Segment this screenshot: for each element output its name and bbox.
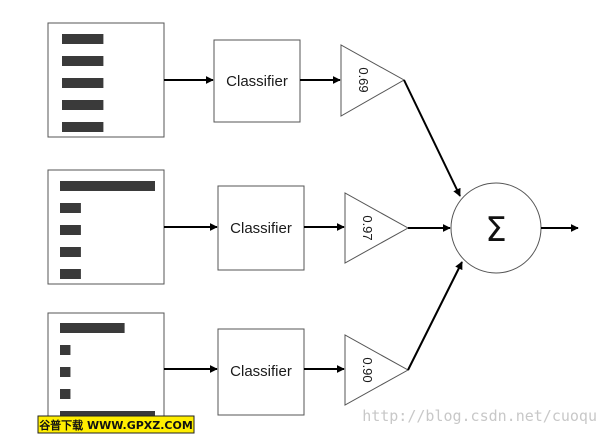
feature-bar-1-3 (62, 78, 104, 88)
feature-bar-2-5 (60, 269, 81, 279)
weight-value-3: 0.90 (360, 357, 375, 382)
arrow-weight-to-sum-3 (407, 261, 463, 371)
weight-triangle-1 (340, 44, 406, 117)
feature-bars-1 (62, 34, 104, 132)
feature-bar-3-4 (60, 389, 71, 399)
weight-value-1: 0.69 (356, 67, 371, 92)
feature-bar-3-2 (60, 345, 71, 355)
arrow-weight-to-sum-1 (403, 79, 461, 197)
feature-bar-3-3 (60, 367, 71, 377)
classifier-box-2 (217, 185, 305, 271)
weight-value-2: 0.97 (360, 215, 375, 240)
classifier-label-3: Classifier (230, 363, 292, 380)
badge-background (37, 415, 195, 434)
classifier-label-2: Classifier (230, 220, 292, 237)
feature-bar-1-5 (62, 122, 104, 132)
classifier-box-3 (217, 328, 305, 416)
watermark-badge: 谷普下载 WWW.GPXZ.COM (37, 415, 195, 434)
stage-3: Classifier 0.90 (47, 261, 463, 424)
feature-bar-2-4 (60, 247, 81, 257)
weight-triangle-2 (344, 192, 410, 264)
feature-bar-2-1 (60, 181, 155, 191)
sigma-icon: Σ (485, 210, 506, 250)
feature-bars-2 (60, 181, 155, 279)
feature-bar-2-3 (60, 225, 81, 235)
feature-bar-1-4 (62, 100, 104, 110)
feature-bar-3-1 (60, 323, 125, 333)
weight-triangle-3 (344, 334, 410, 406)
summation-node: Σ (450, 182, 579, 274)
classifier-label-1: Classifier (226, 73, 288, 90)
feature-bar-2-2 (60, 203, 81, 213)
feature-bar-1-1 (62, 34, 104, 44)
stage-1: Classifier 0.69 (47, 22, 461, 197)
feature-bar-1-2 (62, 56, 104, 66)
badge-text: 谷普下载 WWW.GPXZ.COM (39, 418, 193, 432)
classifier-box-1 (213, 39, 301, 123)
stage-2: Classifier 0.97 (47, 169, 451, 285)
watermark-url: http://blog.csdn.net/cuoqu (362, 407, 597, 425)
